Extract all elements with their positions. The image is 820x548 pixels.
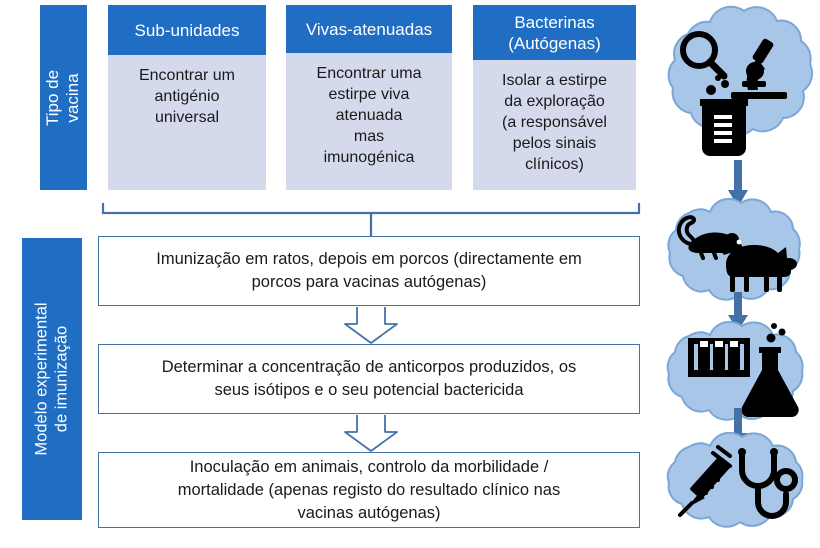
syringe-icon (678, 445, 732, 517)
bracket-connector (101, 203, 641, 236)
magnifying-glass-icon (680, 31, 728, 80)
down-arrow-icon-1 (344, 307, 398, 344)
flow-step-inoculacao: Inoculação em animais, controlo da morbi… (98, 452, 640, 528)
illustration-cloud-assays (666, 320, 804, 421)
flow-step-anticorpos: Determinar a concentração de anticorpos … (98, 344, 640, 414)
stethoscope-icon (738, 448, 798, 519)
vaccine-column-header-sub-unidades: Sub-unidades (108, 5, 266, 55)
microscope-icon (731, 38, 787, 99)
test-tube-rack-icon (688, 338, 750, 377)
flow-step-imunizacao: Imunização em ratos, depois em porcos (d… (98, 236, 640, 306)
down-arrow-icon-2 (344, 415, 398, 452)
illustration-cloud-clinical (666, 432, 804, 528)
beaker-icon (700, 75, 748, 156)
vaccine-column-body-sub-unidades: Encontrar um antigénio universal (108, 55, 266, 190)
flow-connector-arrow-1 (728, 160, 748, 207)
pig-icon (720, 243, 797, 292)
erlenmeyer-flask-icon (741, 323, 799, 417)
vaccine-column-bacterinas-autogenas: Bacterinas (Autógenas) Isolar a estirpe … (473, 5, 636, 190)
vaccine-column-header-vivas-atenuadas: Vivas-atenuadas (286, 5, 452, 53)
vaccine-column-body-bacterinas-autogenas: Isolar a estirpe da exploração (a respon… (473, 60, 636, 190)
vaccine-column-header-bacterinas-autogenas: Bacterinas (Autógenas) (473, 5, 636, 60)
illustration-cloud-lab (667, 5, 813, 156)
vaccine-column-vivas-atenuadas: Vivas-atenuadas Encontrar uma estirpe vi… (286, 5, 452, 190)
cloud-shape-4 (666, 432, 804, 528)
vaccine-column-body-vivas-atenuadas: Encontrar uma estirpe viva atenuada mas … (286, 53, 452, 190)
illustration-cloud-animals (667, 197, 801, 301)
vaccine-column-sub-unidades: Sub-unidades Encontrar um antigénio univ… (108, 5, 266, 190)
